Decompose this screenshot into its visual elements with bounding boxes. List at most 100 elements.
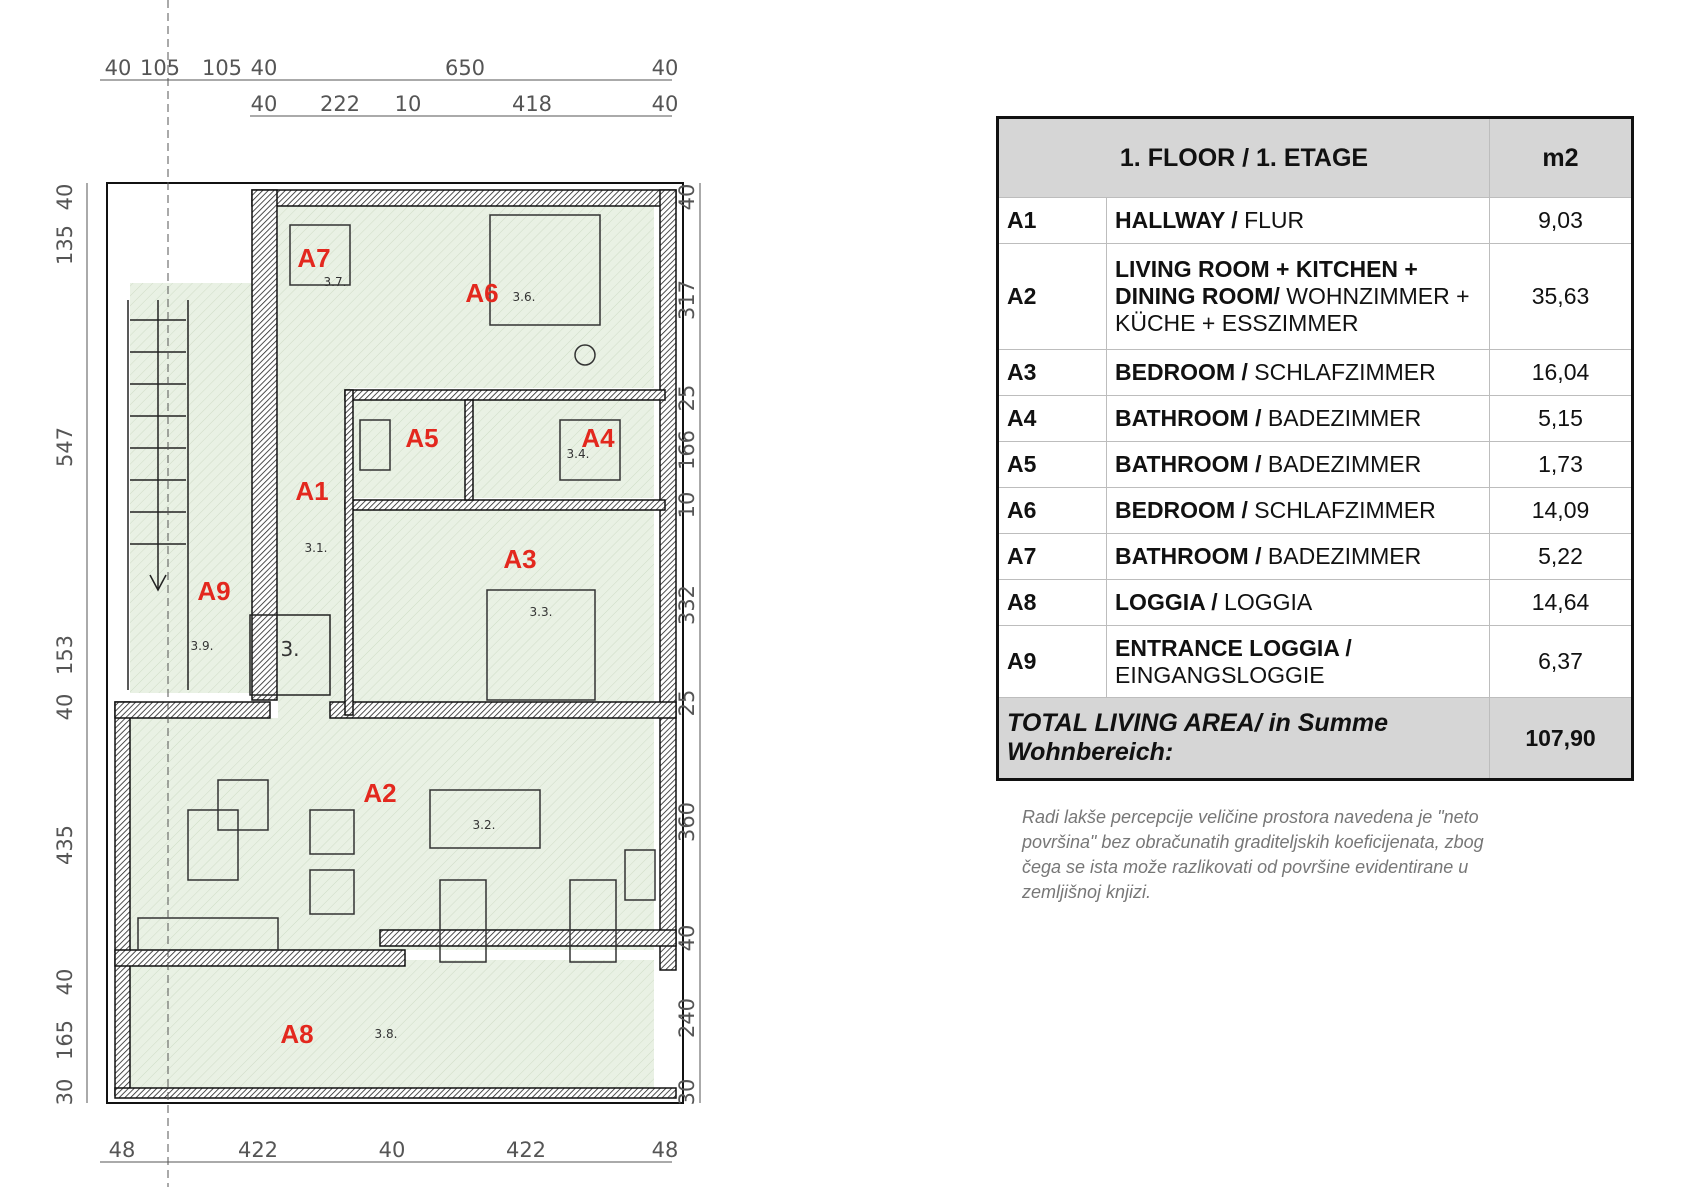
note-line: Radi lakše percepcije veličine prostora … [1022, 807, 1479, 827]
room-area: 5,22 [1489, 533, 1633, 580]
room-number: 3.4. [567, 447, 590, 461]
room-name-german: FLUR [1237, 207, 1305, 233]
room-name: ENTRANCE LOGGIA / EINGANGSLOGGIE [1106, 625, 1490, 698]
room-label: A7 [297, 243, 330, 273]
room-code: A8 [997, 579, 1107, 626]
dimension-label: 317 [675, 280, 699, 320]
furniture [137, 214, 656, 963]
room-number: 3.2. [473, 818, 496, 832]
room-code: A5 [997, 441, 1107, 488]
dimension-label: 166 [675, 430, 699, 470]
dimension-label: 40 [379, 1138, 406, 1162]
dimension-label: 135 [53, 225, 77, 265]
room-name: BEDROOM / SCHLAFZIMMER [1106, 349, 1490, 396]
dimension-label: 40 [251, 92, 278, 116]
dimension-label: 422 [506, 1138, 546, 1162]
dimension-label: 547 [53, 427, 77, 467]
room-area: 35,63 [1489, 243, 1633, 350]
dimension-label: 422 [238, 1138, 278, 1162]
total-value: 107,90 [1489, 697, 1633, 780]
dimension-label: 48 [109, 1138, 136, 1162]
dimension-label: 240 [675, 998, 699, 1038]
room-name-english: HALLWAY / [1115, 207, 1238, 233]
room-name: BATHROOM / BADEZIMMER [1106, 533, 1490, 580]
room-name-german: EINGANGSLOGGIE [1115, 661, 1325, 688]
dimension-label: 40 [105, 56, 132, 80]
room-area: 9,03 [1489, 197, 1633, 244]
note-line: zemljišnoj knjizi. [1022, 882, 1152, 902]
room-name-english: BATHROOM / [1115, 405, 1262, 431]
room-name-english: LIVING ROOM + KITCHEN + DINING ROOM/ [1115, 256, 1418, 309]
room-number: 3.1. [305, 541, 328, 555]
room-label: A2 [363, 778, 396, 808]
room-name-english: BEDROOM / [1115, 497, 1248, 523]
dimension-label: 10 [395, 92, 422, 116]
room-name: HALLWAY / FLUR [1106, 197, 1490, 244]
room-name-english: BEDROOM / [1115, 359, 1248, 385]
note-line: čega se ista može razlikovati od površin… [1022, 857, 1469, 877]
room-label: A1 [295, 476, 328, 506]
dimension-label: 25 [675, 690, 699, 717]
room-name: LIVING ROOM + KITCHEN + DINING ROOM/ WOH… [1106, 243, 1490, 350]
dimension-label: 418 [512, 92, 552, 116]
room-code: A1 [997, 197, 1107, 244]
dimension-label: 105 [202, 56, 242, 80]
dimension-label: 165 [53, 1020, 77, 1060]
dimension-lines [86, 0, 701, 1187]
room-name-german: WOHNZIMMER + KÜCHE + ESSZIMMER [1115, 283, 1470, 336]
dimension-label: 222 [320, 92, 360, 116]
room-name: BATHROOM / BADEZIMMER [1106, 395, 1490, 442]
room-area: 1,73 [1489, 441, 1633, 488]
room-code: A3 [997, 349, 1107, 396]
dimension-label: 153 [53, 635, 77, 675]
room-label: A4 [581, 423, 615, 453]
room-name-english: BATHROOM / [1115, 543, 1262, 569]
room-number: 3.8. [375, 1027, 398, 1041]
dimension-label: 435 [53, 825, 77, 865]
total-label: TOTAL LIVING AREA/ in Summe Wohnbereich: [997, 697, 1490, 780]
room-name-german: BADEZIMMER [1261, 451, 1422, 477]
room-label: A3 [503, 544, 536, 574]
dimension-label: 40 [675, 925, 699, 952]
dimension-label: 40 [675, 184, 699, 211]
disclaimer-note: Radi lakše percepcije veličine prostora … [1022, 805, 1562, 905]
dimension-label: 332 [675, 585, 699, 625]
room-name-german: LOGGIA [1217, 589, 1313, 615]
room-label: A6 [465, 278, 498, 308]
dimension-label: 40 [652, 56, 679, 80]
room-name-english: LOGGIA / [1115, 589, 1218, 615]
room-area: 5,15 [1489, 395, 1633, 442]
table-title: 1. FLOOR / 1. ETAGE [997, 117, 1490, 198]
dimension-label: 25 [675, 385, 699, 412]
room-number: 3.6. [513, 290, 536, 304]
dimension-label: 40 [53, 184, 77, 211]
dimension-label: 40 [251, 56, 278, 80]
room-name: LOGGIA / LOGGIA [1106, 579, 1490, 626]
table-header: 1. FLOOR / 1. ETAGE m2 [997, 117, 1633, 198]
staircase [127, 300, 331, 696]
dimension-label: 30 [675, 1079, 699, 1106]
dimension-label: 40 [53, 969, 77, 996]
room-name-german: SCHLAFZIMMER [1247, 359, 1436, 385]
room-number: 3.7. [324, 275, 347, 289]
room-code: A2 [997, 243, 1107, 350]
room-label: A8 [280, 1019, 313, 1049]
room-area: 14,64 [1489, 579, 1633, 626]
room-area: 14,09 [1489, 487, 1633, 534]
dimension-label: 40 [652, 92, 679, 116]
note-line: površina" bez obračunatih graditeljskih … [1022, 832, 1484, 852]
room-code: A9 [997, 625, 1107, 698]
room-name: BATHROOM / BADEZIMMER [1106, 441, 1490, 488]
room-name-english: ENTRANCE LOGGIA / [1115, 634, 1352, 661]
room-name-german: SCHLAFZIMMER [1247, 497, 1436, 523]
